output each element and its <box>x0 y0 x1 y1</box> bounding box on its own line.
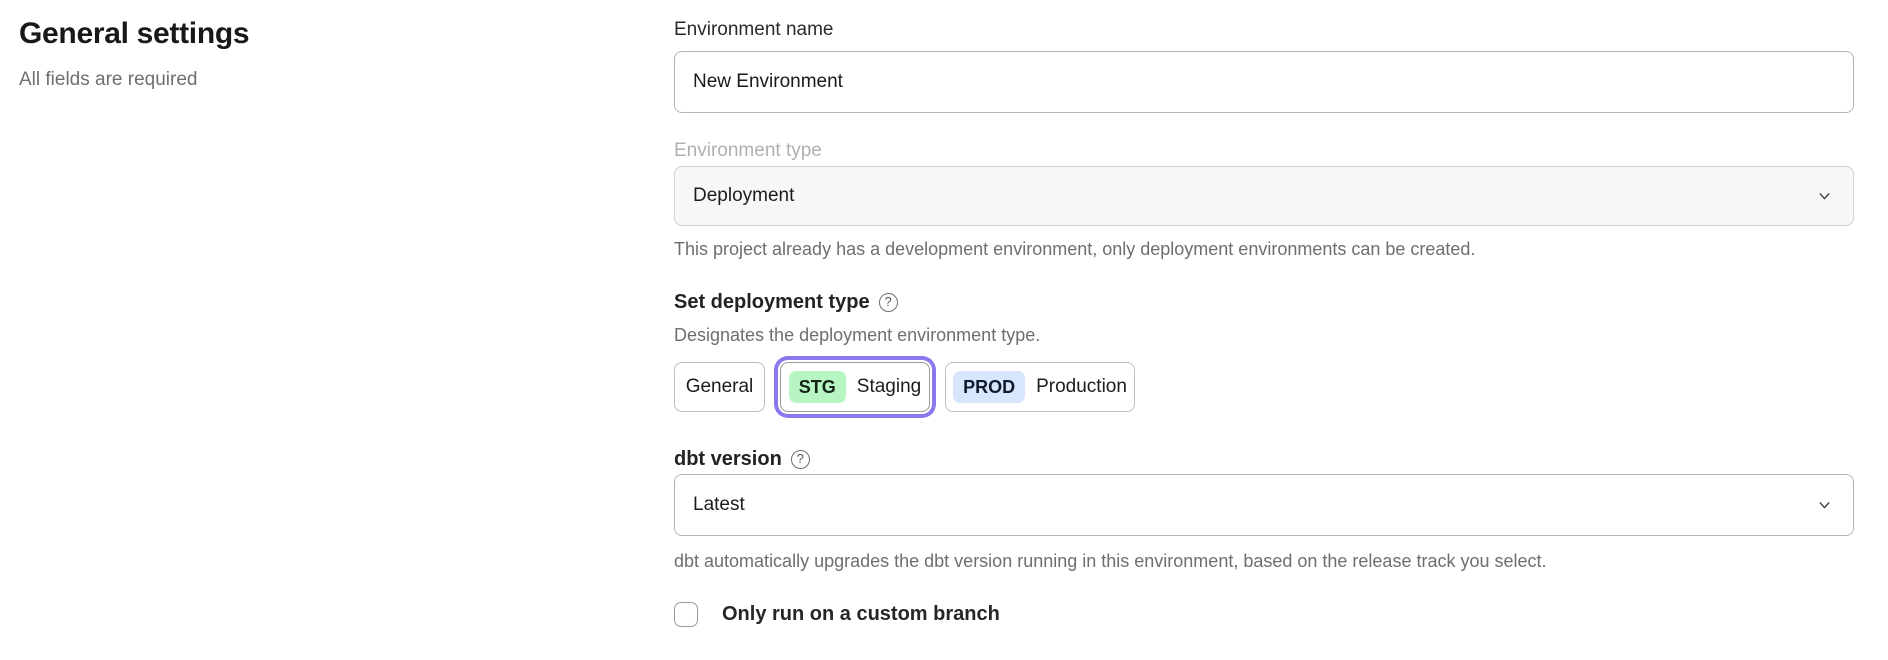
general-button-label: General <box>685 376 754 397</box>
page-subtitle: All fields are required <box>19 69 198 90</box>
deployment-type-staging-button[interactable]: STG Staging <box>780 362 930 412</box>
dbt-version-helper: dbt automatically upgrades the dbt versi… <box>674 551 1547 571</box>
production-button-label: Production <box>1036 376 1127 397</box>
custom-branch-label: Only run on a custom branch <box>722 603 1000 625</box>
chevron-down-icon <box>1816 497 1833 514</box>
environment-form: Environment name Environment type Deploy… <box>674 16 1854 627</box>
deployment-type-heading: Set deployment type ? <box>674 288 1854 316</box>
environment-type-value: Deployment <box>693 185 795 206</box>
environment-name-label: Environment name <box>674 19 834 40</box>
settings-header: General settings All fields are required <box>19 16 539 92</box>
deployment-type-options: General STG Staging PROD Production <box>674 362 1854 412</box>
staging-badge: STG <box>788 371 846 403</box>
dbt-version-select[interactable]: Latest <box>674 474 1854 536</box>
dbt-version-heading: dbt version ? <box>674 445 1854 473</box>
staging-button-label: Staging <box>856 376 922 397</box>
question-circle-icon[interactable]: ? <box>878 292 898 312</box>
environment-type-helper: This project already has a development e… <box>674 239 1476 259</box>
environment-type-select: Deployment <box>674 166 1854 226</box>
environment-type-label: Environment type <box>674 140 822 161</box>
page-title: General settings <box>19 17 250 50</box>
production-badge: PROD <box>953 371 1026 403</box>
deployment-type-heading-text: Set deployment type <box>674 291 870 313</box>
deployment-type-general-button[interactable]: General <box>674 362 765 412</box>
custom-branch-checkbox[interactable] <box>674 602 698 627</box>
deployment-type-production-button[interactable]: PROD Production <box>945 362 1135 412</box>
dbt-version-heading-text: dbt version <box>674 448 782 470</box>
question-circle-icon[interactable]: ? <box>790 449 810 469</box>
environment-name-input[interactable] <box>674 51 1854 113</box>
chevron-down-icon <box>1816 188 1833 205</box>
custom-branch-row: Only run on a custom branch <box>674 602 1854 627</box>
deployment-type-description: Designates the deployment environment ty… <box>674 325 1041 345</box>
dbt-version-value: Latest <box>693 494 745 515</box>
